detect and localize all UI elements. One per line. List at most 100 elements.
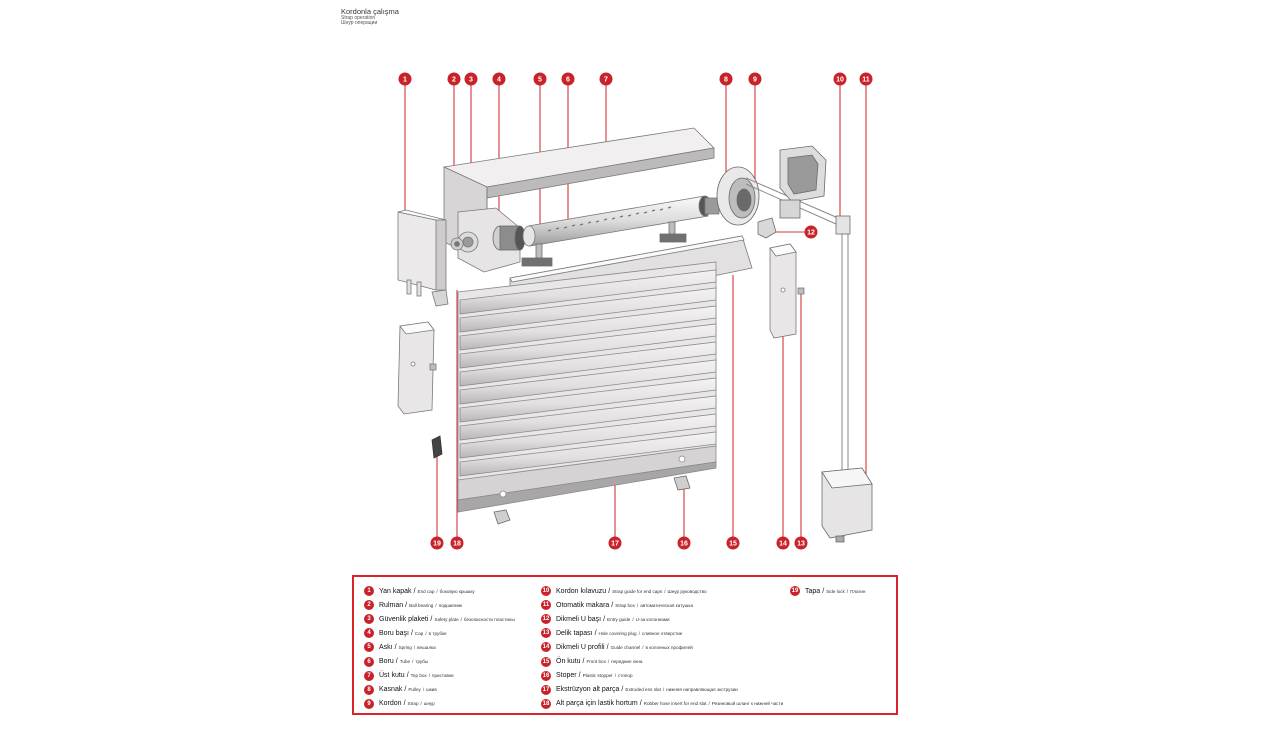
legend-name-en: Plastic stopper xyxy=(582,673,613,679)
legend-name-en: Top box xyxy=(410,673,427,679)
side-lock-part xyxy=(431,435,443,459)
legend-name-en: Strap xyxy=(407,701,419,707)
right-guide-channel xyxy=(769,243,805,339)
svg-text:8: 8 xyxy=(724,77,728,84)
legend-separator: / xyxy=(406,672,409,680)
legend-separator: / xyxy=(614,673,616,679)
legend-separator: / xyxy=(425,630,427,636)
legend-number: 14 xyxy=(541,642,551,653)
callout-13: 13 xyxy=(794,536,808,550)
legend-name-ru: в трубке xyxy=(428,630,447,636)
legend-name-ru: в колонных профилей xyxy=(645,644,693,650)
legend-name-en: Spring xyxy=(398,644,412,650)
diagram-title: Kordonla çalışma Strap operation Шнур оп… xyxy=(341,8,399,26)
callout-9: 9 xyxy=(748,72,762,86)
legend-name-tr: Boru xyxy=(379,658,394,665)
legend-name-ru: шнур xyxy=(423,701,435,707)
legend-separator: / xyxy=(420,701,422,707)
legend-separator: / xyxy=(662,687,665,693)
legend-name-ru: стопор xyxy=(618,673,633,679)
legend-name-en: Pulley xyxy=(408,687,421,693)
legend-name-ru: шкив xyxy=(426,687,437,693)
legend-number: 5 xyxy=(364,642,374,653)
legend-name-ru: автоматическая катушка xyxy=(640,602,694,608)
callout-10: 10 xyxy=(833,72,847,86)
springs xyxy=(521,221,687,267)
legend-separator: / xyxy=(405,601,408,609)
strap-box-top xyxy=(779,145,851,235)
legend-separator: / xyxy=(708,701,710,707)
legend-name-tr: Kasnak xyxy=(379,686,403,694)
legend-name-tr: Rulman xyxy=(379,601,404,609)
strap-box xyxy=(821,467,873,543)
legend-name-tr: Ön kutu xyxy=(556,658,581,665)
legend-separator: / xyxy=(410,629,413,637)
legend-number: 12 xyxy=(541,614,551,625)
legend-separator: / xyxy=(638,630,640,636)
bearing-and-plate xyxy=(450,207,521,273)
legend-separator: / xyxy=(611,601,614,609)
legend-name-ru: сливное отверстие xyxy=(641,630,683,636)
left-guide-channel xyxy=(397,289,449,415)
legend-number: 16 xyxy=(541,670,551,681)
legend-separator: / xyxy=(582,658,585,665)
svg-text:11: 11 xyxy=(862,77,870,84)
svg-text:4: 4 xyxy=(497,77,501,84)
legend-name-en: Cap xyxy=(414,630,424,636)
legend-number: 7 xyxy=(364,670,374,681)
legend-separator: / xyxy=(664,588,666,594)
legend-name-en: Guide channel xyxy=(610,644,641,650)
legend-name-en: Strap guide for end caps xyxy=(612,588,663,594)
svg-text:15: 15 xyxy=(729,541,737,548)
legend-name-tr: Otomatik makara xyxy=(556,601,610,609)
legend-separator: / xyxy=(413,644,416,650)
legend-name-tr: Üst kutu xyxy=(379,672,405,680)
legend-name-tr: Tapa xyxy=(805,587,821,595)
stoppers xyxy=(493,475,691,525)
legend-number: 15 xyxy=(541,656,551,667)
legend-separator: / xyxy=(621,686,624,694)
callout-15: 15 xyxy=(726,536,740,550)
end-cap xyxy=(397,209,447,297)
svg-text:7: 7 xyxy=(604,77,608,84)
svg-text:6: 6 xyxy=(566,77,570,84)
legend-separator: / xyxy=(642,644,644,650)
legend-name-en: Hole covering plug xyxy=(598,630,637,636)
legend-name-ru: нижняя направляющая экструзии xyxy=(666,687,738,693)
legend-separator: / xyxy=(846,588,849,594)
legend-separator: / xyxy=(413,587,416,595)
legend-number: 11 xyxy=(541,600,551,611)
entry-guide-part xyxy=(757,217,777,239)
title-ru: Шнур операции xyxy=(341,20,378,27)
svg-text:5: 5 xyxy=(538,77,542,84)
shutter-curtain xyxy=(457,261,717,513)
legend-number: 10 xyxy=(541,586,551,596)
legend-name-tr: Delik tapası xyxy=(556,629,593,637)
legend-name-ru: U-за колоннами xyxy=(635,616,670,622)
callout-18: 18 xyxy=(450,536,464,550)
legend-name-tr: Askı xyxy=(379,643,393,651)
legend-name-ru: Резиновый шланг к нижней части xyxy=(711,701,784,707)
legend-separator: / xyxy=(822,587,825,595)
legend-name-en: Strap box xyxy=(615,602,635,608)
strap xyxy=(745,177,849,470)
svg-text:16: 16 xyxy=(680,541,688,548)
callout-4: 4 xyxy=(492,72,506,86)
tube-cap xyxy=(492,225,526,251)
legend-separator: / xyxy=(636,602,639,608)
legend-name-en: Side lock xyxy=(826,588,845,594)
legend-name-ru: приставки xyxy=(432,673,454,679)
legend-separator: / xyxy=(412,659,414,664)
svg-text:2: 2 xyxy=(452,77,456,84)
legend-number: 13 xyxy=(541,628,551,639)
callout-5: 5 xyxy=(533,72,547,86)
